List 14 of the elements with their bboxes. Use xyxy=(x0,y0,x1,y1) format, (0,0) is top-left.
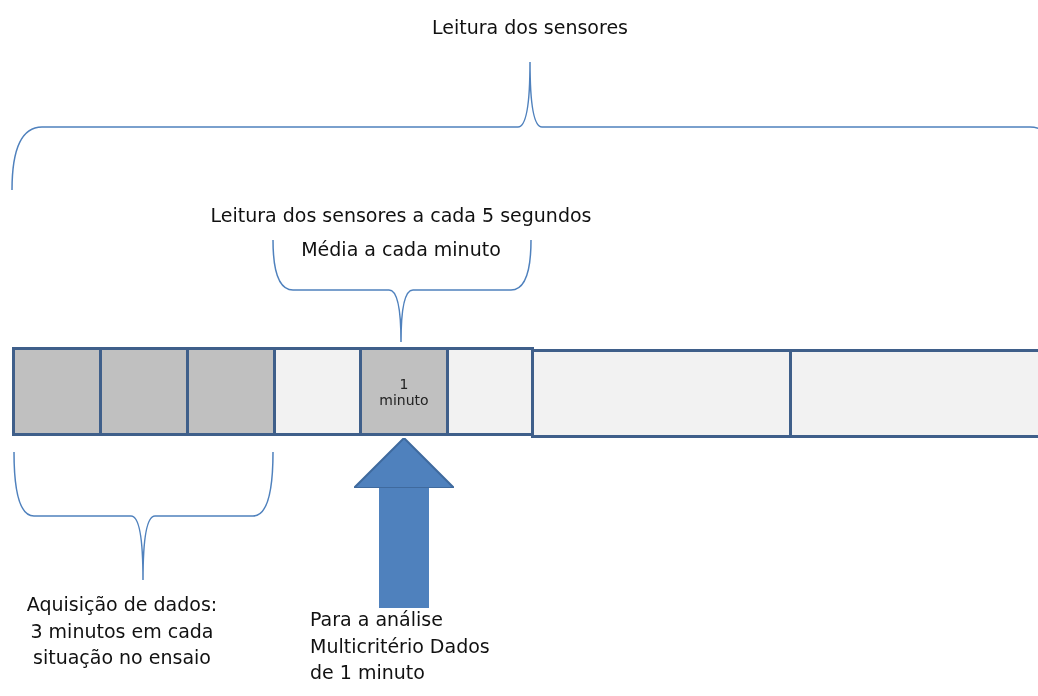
timeline-segment xyxy=(99,347,189,436)
block-arrow xyxy=(353,437,455,608)
annotation-text: Aquisição de dados: 3 minutos em cada situação no ensaio xyxy=(25,592,219,671)
timeline-segment xyxy=(273,347,362,436)
note-text: Para a análise Multicritério Dados de 1 minuto xyxy=(310,606,510,686)
heading-text: Leitura dos sensores xyxy=(431,15,629,40)
annotation-text: Leitura dos sensores a cada 5 segundos xyxy=(209,203,593,228)
timeline-segment xyxy=(12,347,102,436)
timeline-segment: 1 minuto xyxy=(359,347,449,436)
timeline-segment xyxy=(446,347,534,436)
timeline-segment xyxy=(789,349,1038,438)
annotation-text: Média a cada minuto xyxy=(300,237,502,262)
timeline-segment xyxy=(531,349,792,438)
timeline-segment xyxy=(186,347,276,436)
